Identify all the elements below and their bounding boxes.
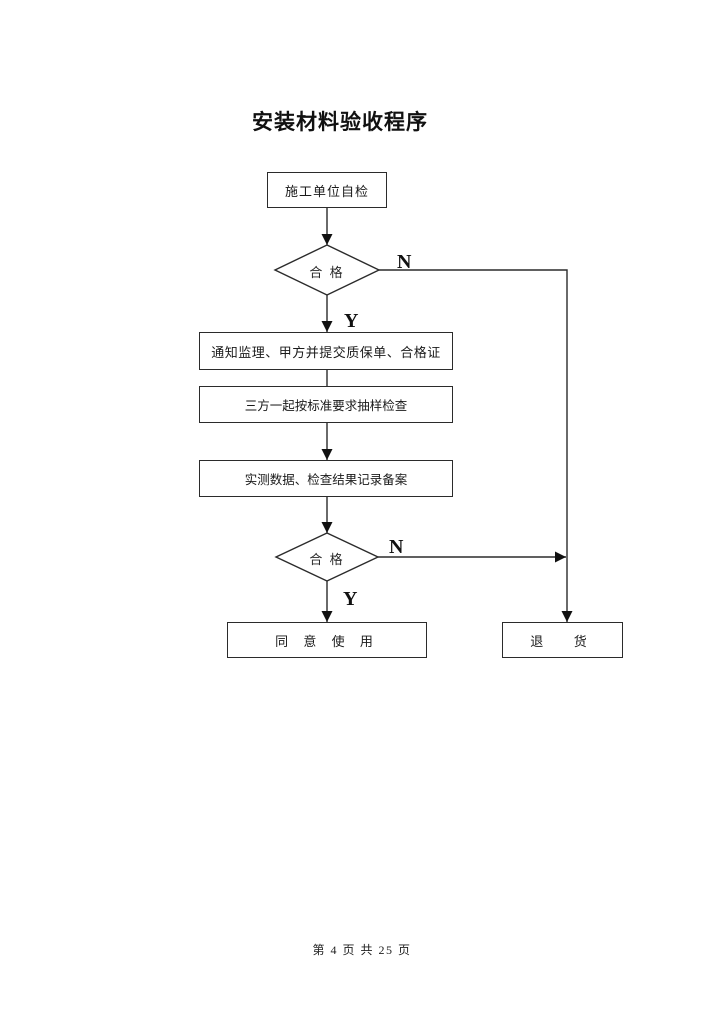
node-record-results: 实测数据、检查结果记录备案 <box>199 460 453 497</box>
node-sampling-inspection: 三方一起按标准要求抽样检查 <box>199 386 453 423</box>
decision2-diamond <box>274 532 380 582</box>
decision1-diamond <box>273 244 381 296</box>
page-title: 安装材料验收程序 <box>252 111 428 134</box>
decision2-yes-label: Y <box>343 588 358 610</box>
decision2-label: 合 格 <box>309 552 345 567</box>
decision1-no-label: N <box>397 251 412 273</box>
connector-decision1-no-to-reject <box>379 269 573 622</box>
decision1-label: 合 格 <box>309 265 345 280</box>
node-notify-supervisor: 通知监理、甲方并提交质保单、合格证 <box>199 332 453 370</box>
decision1-yes-label: Y <box>344 310 359 332</box>
node-approve-use: 同 意 使 用 <box>227 622 427 658</box>
node-return-goods: 退 货 <box>502 622 623 658</box>
node-self-check: 施工单位自检 <box>267 172 387 208</box>
page-footer: 第 4 页 共 25 页 <box>312 943 412 957</box>
decision2-no-label: N <box>389 536 404 558</box>
